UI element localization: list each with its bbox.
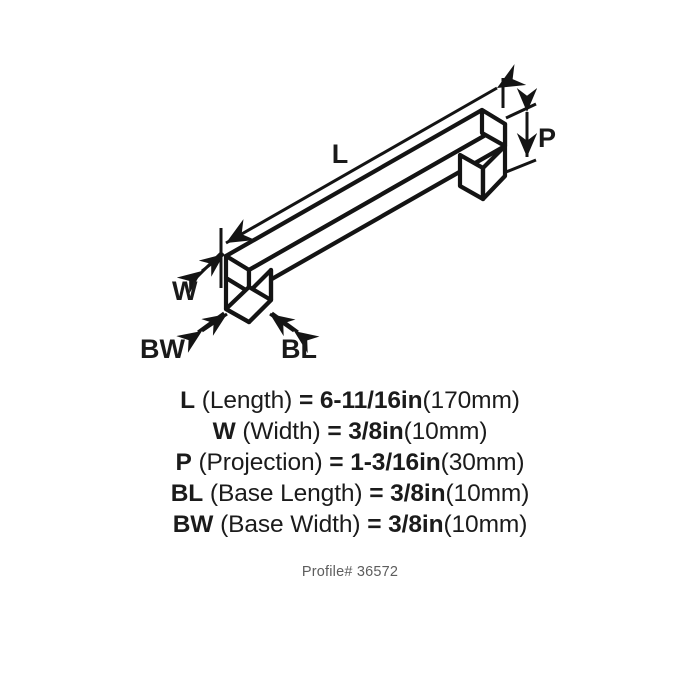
spec-name: (Length) — [201, 387, 293, 414]
base-length-dimension-line — [269, 312, 320, 354]
spec-equals: = — [367, 511, 382, 538]
spec-inches: 3/8in — [388, 511, 444, 538]
spec-inches: 6-11/16in — [319, 387, 423, 414]
projection-extension-top — [505, 102, 537, 120]
spec-row: L (Length) = 6-11/16in(170mm) — [0, 385, 700, 416]
profile-number: Profile# 36572 — [301, 564, 399, 580]
spec-equals: = — [327, 418, 342, 445]
spec-equals: = — [329, 449, 344, 476]
spec-millimeters: (30mm) — [440, 449, 525, 476]
spec-symbol: P — [175, 449, 192, 476]
spec-millimeters: (10mm) — [403, 418, 488, 445]
spec-symbol: BL — [170, 480, 204, 507]
spec-name: (Width) — [242, 418, 321, 445]
length-label: L — [332, 139, 349, 169]
spec-name: (Base Width) — [220, 511, 361, 538]
spec-millimeters: (170mm) — [422, 387, 520, 414]
spec-symbol: W — [212, 418, 236, 445]
width-label: W — [172, 276, 198, 306]
base-length-extension-line — [271, 311, 299, 334]
spec-row: BW (Base Width) = 3/8in(10mm) — [0, 509, 700, 540]
projection-label: P — [538, 123, 556, 153]
spec-symbol: L — [180, 387, 196, 414]
spec-row: W (Width) = 3/8in(10mm) — [0, 416, 700, 447]
base-width-extension-line — [197, 311, 225, 334]
specification-list: L (Length) = 6-11/16in(170mm) W (Width) … — [0, 385, 700, 540]
spec-name: (Base Length) — [209, 480, 363, 507]
projection-extension-bottom — [505, 158, 537, 174]
length-dimension-line — [225, 64, 527, 245]
base-width-label: BW — [140, 334, 185, 364]
spec-inches: 3/8in — [390, 480, 446, 507]
width-dimension-line — [176, 252, 225, 294]
spec-inches: 3/8in — [348, 418, 404, 445]
spec-symbol: BW — [172, 511, 214, 538]
spec-equals: = — [298, 387, 314, 414]
handle-isometric-svg: L P W BW BL — [140, 64, 556, 364]
spec-row: BL (Base Length) = 3/8in(10mm) — [0, 478, 700, 509]
spec-row: P (Projection) = 1-3/16in(30mm) — [0, 447, 700, 478]
base-width-dimension-line — [176, 312, 228, 353]
spec-equals: = — [369, 480, 384, 507]
spec-inches: 1-3/16in — [350, 449, 441, 476]
spec-millimeters: (10mm) — [443, 511, 528, 538]
technical-drawing: L P W BW BL — [140, 64, 556, 364]
spec-name: (Projection) — [198, 449, 323, 476]
base-length-label: BL — [281, 334, 317, 364]
spec-millimeters: (10mm) — [445, 480, 530, 507]
